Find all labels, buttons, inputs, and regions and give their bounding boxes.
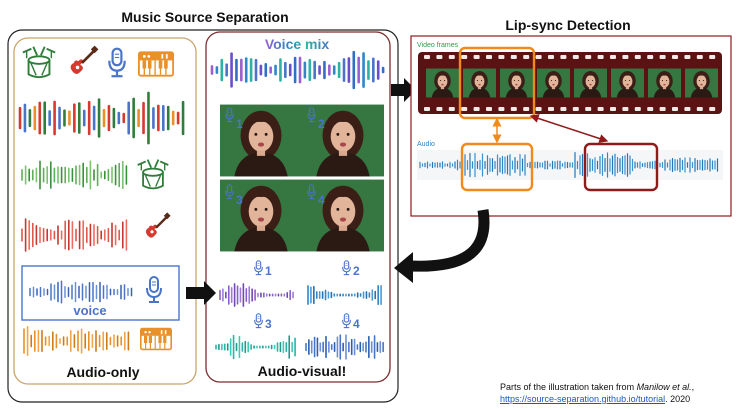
arrow-icon — [391, 78, 416, 102]
drums-waveform — [21, 160, 128, 190]
audio-visual-box — [205, 31, 391, 383]
credit-separator: , — [691, 382, 695, 392]
guitar-icon — [69, 43, 100, 76]
curved-arrow-icon — [409, 209, 490, 272]
video-frame — [574, 68, 607, 98]
unsync-link-arrow — [529, 114, 609, 143]
track-number-3: 3 — [236, 193, 243, 207]
microphone-icon — [254, 313, 263, 329]
title-lip-sync-detection: Lip-sync Detection — [505, 17, 630, 33]
track-number-1: 1 — [236, 117, 243, 131]
title-music-source-separation: Music Source Separation — [121, 9, 288, 25]
separation-panel — [7, 29, 399, 403]
track-number-2: 2 — [318, 117, 325, 131]
source-number-2: 2 — [353, 264, 360, 278]
video-frame — [685, 68, 718, 98]
video-frame — [648, 68, 681, 98]
synced-audio-box — [460, 142, 534, 192]
microphone-icon — [342, 313, 351, 329]
microphone-icon — [342, 260, 351, 276]
microphone-icon — [108, 47, 126, 78]
video-frame — [500, 68, 533, 98]
arrow-icon — [186, 281, 216, 305]
track-number-4: 4 — [318, 193, 325, 207]
source-number-3: 3 — [265, 317, 272, 331]
credit-prefix: Parts of the illustration taken from — [500, 382, 637, 392]
separated-waveform-1 — [219, 283, 294, 307]
guitar-waveform — [21, 218, 128, 252]
credit-note: Parts of the illustration taken from Man… — [500, 381, 736, 405]
video-frames-label: Video frames — [417, 42, 459, 49]
unsynced-audio-box — [583, 142, 659, 192]
keyboard-waveform — [23, 325, 130, 357]
guitar-icon — [144, 210, 172, 240]
credit-author: Manilow et al. — [636, 382, 692, 392]
voice-label: voice — [73, 303, 106, 318]
video-frame — [463, 68, 496, 98]
video-frame — [611, 68, 644, 98]
voice-mix-waveform — [210, 50, 385, 90]
source-number-4: 4 — [353, 317, 360, 331]
separated-waveform-3 — [215, 334, 296, 360]
keyboard-icon — [138, 51, 174, 77]
separated-waveform-2 — [307, 284, 382, 306]
audio-label: Audio — [417, 141, 435, 148]
drum-icon — [21, 45, 57, 79]
separated-waveform-4 — [305, 334, 384, 360]
voice-mix-label: Voice mix — [265, 36, 330, 52]
microphone-icon — [254, 260, 263, 276]
credit-year: . 2020 — [665, 394, 691, 404]
arrow-icon — [394, 252, 413, 283]
drum-icon — [136, 158, 170, 190]
video-frame — [537, 68, 570, 98]
video-frame — [426, 68, 459, 98]
video-grid — [220, 104, 384, 252]
mixture-waveform — [18, 91, 185, 145]
film-strip — [418, 52, 722, 114]
source-number-1: 1 — [265, 264, 272, 278]
audio-only-label: Audio-only — [66, 364, 139, 380]
voice-waveform — [29, 280, 133, 304]
audio-only-box — [13, 37, 197, 385]
keyboard-icon — [140, 327, 172, 351]
tutorial-link[interactable]: https://source-separation.github.io/tuto… — [500, 394, 666, 404]
audio-visual-label: Audio-visual! — [258, 363, 347, 379]
